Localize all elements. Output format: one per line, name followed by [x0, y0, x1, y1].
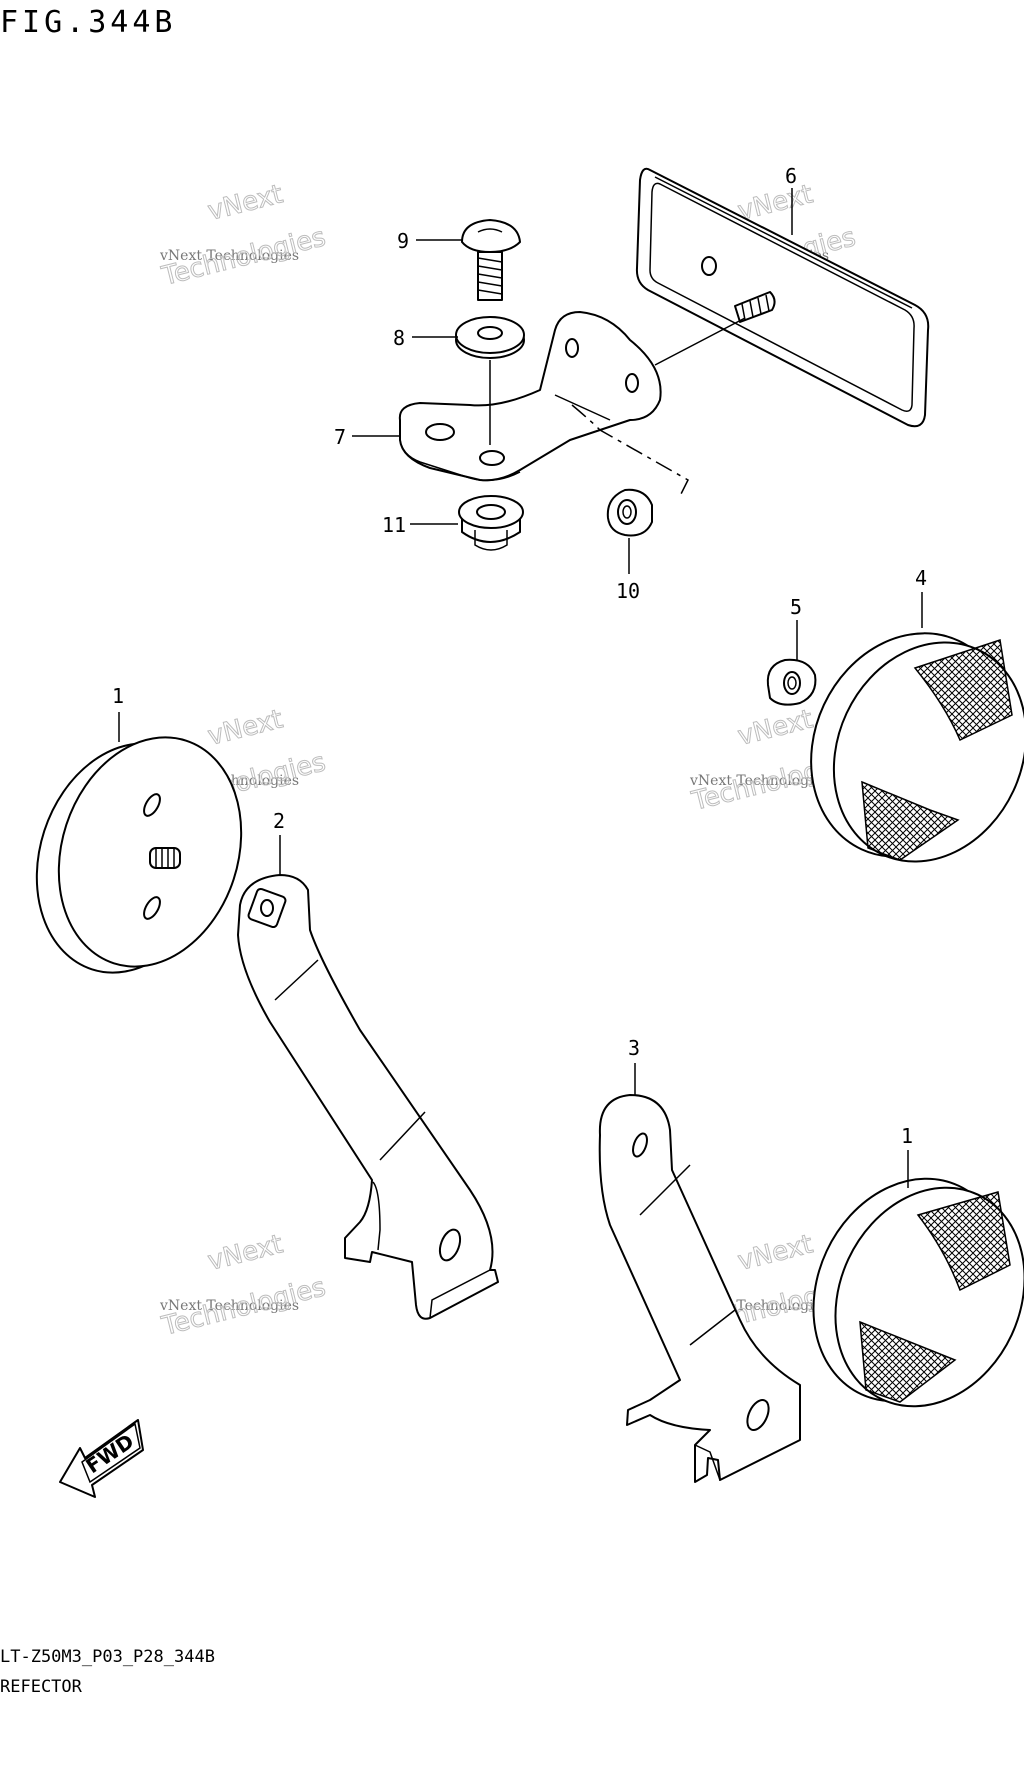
figure-name: REFECTOR — [0, 1677, 83, 1697]
svg-text:Technologies: Technologies — [158, 1272, 328, 1342]
part-1-reflector-right — [812, 1177, 1024, 1408]
fwd-arrow: FWD — [59, 1419, 144, 1498]
watermark-bottom-left: vNext vNext Technologies Technologies — [158, 1229, 329, 1343]
svg-text:vNext Technologies: vNext Technologies — [159, 1298, 299, 1314]
callout-1-left: 1 — [112, 684, 124, 708]
part-5-nut — [766, 658, 817, 706]
callout-7: 7 — [334, 425, 346, 449]
callout-6: 6 — [785, 164, 797, 188]
part-9-bolt — [461, 219, 521, 301]
callouts: 1 2 3 4 5 6 7 8 9 10 11 1 — [112, 164, 927, 1188]
svg-text:vNext Technologies: vNext Technologies — [159, 248, 299, 264]
callout-5: 5 — [790, 595, 802, 619]
part-3-bracket-right — [598, 1094, 801, 1483]
callout-3: 3 — [628, 1036, 640, 1060]
callout-10: 10 — [616, 579, 640, 603]
callout-1-right: 1 — [901, 1124, 913, 1148]
callout-11: 11 — [382, 513, 406, 537]
callout-2: 2 — [273, 809, 285, 833]
svg-text:vNext Technologies: vNext Technologies — [689, 773, 829, 789]
part-10-small-nut — [606, 488, 653, 537]
part-4-round-reflector — [810, 632, 1024, 863]
callout-8: 8 — [393, 326, 405, 350]
svg-text:Technologies: Technologies — [158, 222, 328, 292]
callout-9: 9 — [397, 229, 409, 253]
part-8-washer — [455, 316, 525, 359]
part-11-flange-nut — [458, 495, 524, 551]
part-1-reflector-left — [35, 736, 243, 974]
figure-code: LT-Z50M3_P03_P28_344B — [0, 1647, 215, 1667]
watermark-top-left: vNext vNext Technologies Technologies — [158, 179, 329, 293]
callout-4: 4 — [915, 566, 927, 590]
assembly-lines — [489, 317, 746, 497]
svg-text:vNext: vNext — [735, 704, 816, 751]
svg-text:vNext: vNext — [205, 704, 286, 751]
part-2-bracket-left — [237, 874, 499, 1320]
svg-text:vNext: vNext — [205, 1229, 286, 1276]
svg-text:vNext: vNext — [735, 1229, 816, 1276]
part-6-rect-reflector — [635, 167, 930, 428]
figure-title: FIG.344B — [0, 5, 177, 40]
part-7-bracket-plate — [398, 311, 662, 482]
svg-text:vNext: vNext — [205, 179, 286, 226]
